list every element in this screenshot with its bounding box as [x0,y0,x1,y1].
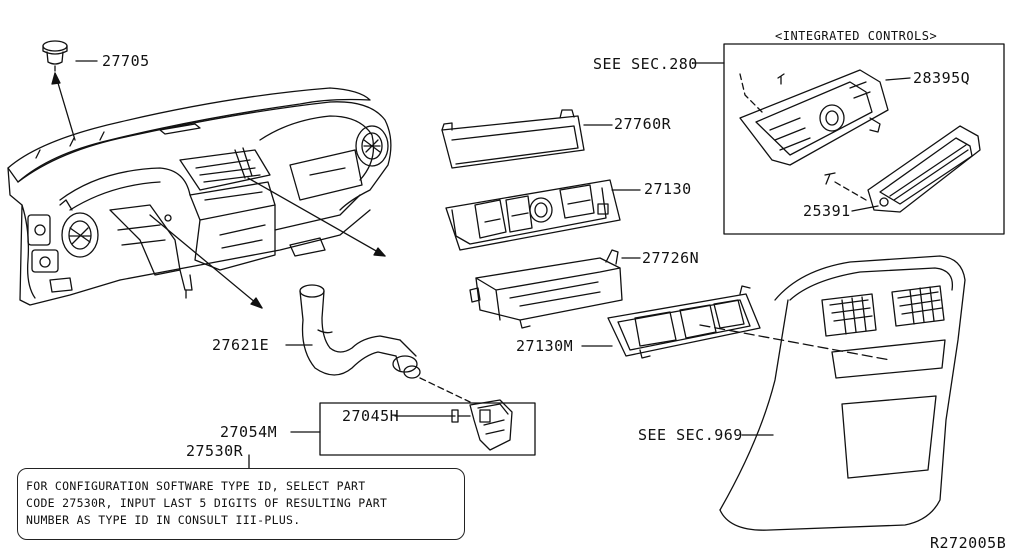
part-label-27530r: 27530R [186,442,244,460]
software-type-id-note: FOR CONFIGURATION SOFTWARE TYPE ID, SELE… [17,468,465,540]
part-label-27705: 27705 [102,52,150,70]
display-27760r-part [442,110,612,168]
sensor-27054m-box [249,400,535,468]
note-line-1: FOR CONFIGURATION SOFTWARE TYPE ID, SELE… [26,479,366,493]
part-label-27130m: 27130M [516,337,574,355]
part-label-27760r: 27760R [614,115,672,133]
reference-sec-280: SEE SEC.280 [593,55,698,73]
part-label-28395q: 28395Q [913,69,971,87]
part-label-27130: 27130 [644,180,692,198]
note-line-2: CODE 27530R, INPUT LAST 5 DIGITS OF RESU… [26,496,388,510]
instrument-panel-part [8,88,391,305]
diagram-reference-code: R272005B [930,534,1007,552]
part-label-25391: 25391 [803,202,851,220]
console-part [720,256,965,530]
dashboard-leader-lines [52,73,385,308]
part-label-27726n: 27726N [642,249,700,267]
unit-27726n-part [470,250,640,328]
integrated-controls-header: <INTEGRATED CONTROLS> [775,29,938,43]
panel-27130m-part [582,286,890,360]
duct-27621e-part [286,285,470,402]
note-line-3: NUMBER AS TYPE ID IN CONSULT III-PLUS. [26,513,301,527]
part-label-27621e: 27621E [212,336,270,354]
part-label-27045h: 27045H [342,407,400,425]
controller-27130-part [446,180,640,250]
integrated-controls-box [694,44,1004,234]
clip-27705-part [43,41,97,71]
part-label-27054m: 27054M [220,423,278,441]
reference-sec-969: SEE SEC.969 [638,426,743,444]
